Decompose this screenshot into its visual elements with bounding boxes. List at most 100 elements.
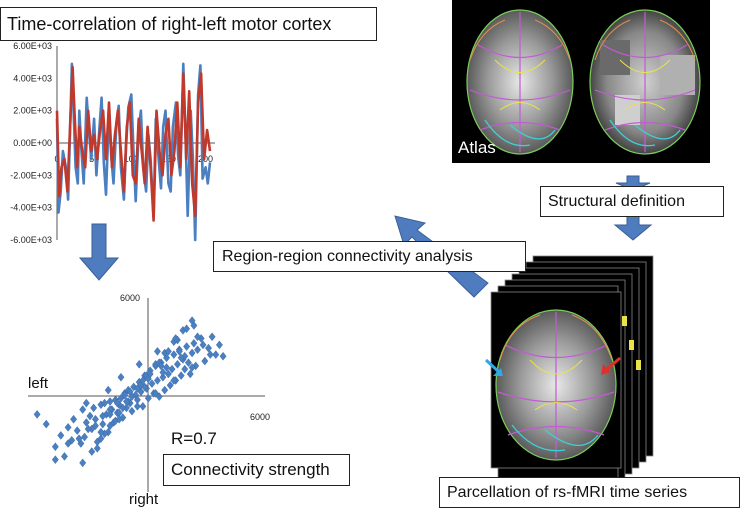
- line-chart-y-tick-label: 6.00E+03: [13, 41, 52, 51]
- scatter-point: [82, 398, 90, 408]
- connectivity-strength-box: Connectivity strength: [163, 454, 350, 486]
- scatter-point: [170, 376, 178, 385]
- scatter-point: [174, 359, 181, 369]
- scatter-point: [148, 379, 156, 389]
- line-chart-y-tick-label: 2.00E+03: [13, 106, 52, 116]
- scatter-point: [90, 403, 98, 413]
- line-chart-y-tick-label: 4.00E+03: [13, 73, 52, 83]
- scatter-point: [79, 458, 87, 468]
- scatter-point: [208, 332, 216, 342]
- scatter-point: [166, 380, 174, 390]
- scatter-point: [177, 371, 185, 380]
- scatter-point: [81, 432, 88, 442]
- scatter-point: [163, 363, 171, 372]
- r-value-annotation: R=0.7: [171, 429, 217, 448]
- scatter-points: [33, 316, 227, 468]
- scatter-point: [183, 324, 191, 334]
- scatter-point: [51, 442, 59, 452]
- scatter-point: [106, 397, 114, 406]
- scatter-point: [106, 421, 114, 431]
- scatter-point: [152, 389, 160, 398]
- scatter-point: [104, 427, 112, 437]
- line-chart-y-tick-label: 0.00E+00: [13, 138, 52, 148]
- line-chart: 6.00E+03 4.00E+03 2.00E+03 0.00E+00 -2.00E+0…: [10, 41, 215, 245]
- line-chart-y-tick-label: -6.00E+03: [10, 235, 52, 245]
- scatter-chart: 6000 6000: [28, 293, 270, 492]
- scatter-point: [106, 410, 114, 419]
- line-chart-x-tick-label: 50: [89, 154, 99, 164]
- arrow-down-to-scatter: [78, 223, 120, 281]
- scatter-point: [73, 426, 81, 435]
- scatter-point: [115, 414, 123, 424]
- line-chart-x-tick-label: 200: [198, 154, 213, 164]
- scatter-point: [70, 414, 78, 424]
- scatter-y-tick-label: 6000: [120, 293, 140, 303]
- scatter-point: [97, 427, 105, 437]
- connectivity-analysis-box: Region-region connectivity analysis: [213, 241, 526, 272]
- scatter-point: [194, 345, 202, 355]
- scatter-point: [175, 347, 183, 356]
- scatter-point: [172, 334, 180, 343]
- scatter-point: [215, 340, 223, 350]
- scatter-point: [153, 347, 161, 356]
- scatter-point: [141, 382, 149, 392]
- scatter-point: [168, 364, 176, 374]
- scatter-point: [170, 350, 178, 359]
- scatter-point: [86, 411, 94, 421]
- scatter-point: [159, 368, 167, 377]
- scatter-point: [157, 361, 165, 371]
- scatter-point: [188, 348, 196, 358]
- line-series-2: [55, 65, 212, 222]
- scatter-point: [184, 358, 192, 367]
- scatter-point: [122, 397, 130, 406]
- arrow-down-structural-to-parcellation: [613, 215, 653, 241]
- scatter-point: [99, 411, 107, 421]
- scatter-point: [190, 338, 198, 348]
- scatter-point: [177, 353, 185, 363]
- scatter-x-tick-label: 6000: [250, 412, 270, 422]
- line-chart-y-tick-label: -2.00E+03: [10, 170, 52, 180]
- atlas-image: [452, 0, 710, 163]
- scatter-point: [153, 376, 161, 385]
- scatter-point: [181, 364, 189, 374]
- scatter-point: [139, 376, 147, 385]
- scatter-point: [144, 374, 152, 384]
- line-chart-y-ticks: 6.00E+03 4.00E+03 2.00E+03 0.00E+00 -2.00E+0…: [10, 41, 52, 245]
- line-chart-series: [55, 62, 212, 242]
- structural-definition-box: Structural definition: [540, 186, 724, 217]
- scatter-point: [194, 332, 202, 342]
- scatter-point: [205, 343, 212, 353]
- scatter-point: [93, 444, 101, 453]
- scatter-point: [161, 385, 169, 395]
- scatter-point: [201, 356, 209, 366]
- scatter-point: [199, 340, 207, 350]
- scatter-point: [126, 387, 134, 397]
- scatter-point: [212, 350, 220, 359]
- scatter-point: [164, 369, 172, 379]
- scatter-point: [104, 385, 112, 395]
- scatter-point: [186, 369, 194, 379]
- scatter-point: [117, 372, 125, 382]
- scatter-point: [97, 434, 105, 443]
- scatter-point: [42, 419, 50, 429]
- scatter-point: [164, 347, 172, 356]
- scatter-point: [159, 372, 167, 382]
- scatter-point: [82, 418, 90, 427]
- scatter-point: [139, 401, 147, 411]
- scatter-point: [192, 361, 200, 371]
- left-motor-pointer: [484, 358, 502, 375]
- scatter-point: [75, 434, 83, 443]
- scatter-point: [68, 435, 76, 445]
- scatter-point: [101, 398, 109, 408]
- scatter-left-label: left: [28, 375, 49, 392]
- scatter-point: [188, 363, 196, 372]
- scatter-point: [61, 452, 68, 461]
- scatter-point: [190, 321, 198, 330]
- scatter-point: [99, 419, 107, 429]
- scatter-point: [206, 350, 214, 359]
- scatter-point: [183, 342, 191, 351]
- scatter-point: [79, 405, 87, 414]
- scatter-point: [119, 403, 127, 413]
- parcellation-box: Parcellation of rs-fMRI time series: [439, 477, 740, 508]
